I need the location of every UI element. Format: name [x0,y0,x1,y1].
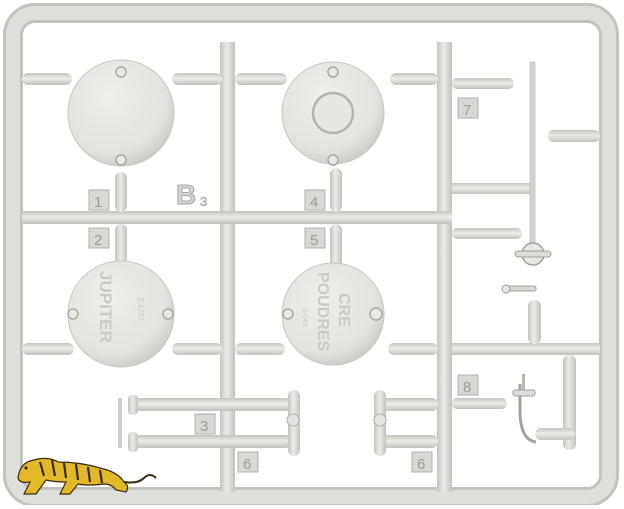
disc-pin [369,307,383,321]
tube-knob [373,413,387,427]
part-tag: 8 [457,374,479,396]
tube-part [128,395,138,415]
runner-vertical-right [437,42,452,492]
tube-part [132,435,292,448]
disc-poudres [281,262,385,366]
rod-part [452,398,507,409]
disc-pin [115,66,127,78]
disc-pin [162,308,174,320]
svg-text:7: 7 [463,102,471,119]
disc-poudres-line1: POUDRES [314,272,331,351]
gate [235,343,285,355]
gate [390,73,438,85]
tube-part [378,435,438,448]
disc-poudres-code: S-649 [301,308,308,327]
rod-part [452,228,522,239]
svg-text:5: 5 [310,232,318,249]
rod-part [548,130,600,142]
svg-text:8: 8 [463,379,471,396]
part-tag: 7 [457,97,479,119]
runner-vertical-left [220,42,235,492]
gate [22,343,74,355]
gate [452,78,514,89]
hook-part [518,384,537,444]
runner-horizontal-middle [22,211,452,224]
gate [115,224,127,264]
part-tag: 6 [237,451,259,473]
disc-ring-inner [311,91,355,135]
gate [330,168,342,212]
tube-link [118,398,122,448]
gate [235,73,287,85]
part-tag: 5 [304,227,326,249]
rod-part [528,300,541,344]
svg-text:4: 4 [310,194,318,211]
disc-poudres-line2: CRE [335,293,352,327]
sprue-letter-suffix: 3 [200,194,207,209]
disc-pin [67,308,79,320]
rod-part [535,428,575,440]
part-tag: 3 [194,413,216,435]
svg-text:6: 6 [417,456,425,473]
rod-part [529,61,536,249]
valve-part [514,250,552,258]
svg-text:3: 3 [200,418,208,435]
gate [330,224,342,268]
disc-pin [327,154,339,166]
disc-jupiter [67,260,175,368]
tiger-logo [17,457,157,495]
sprue-letter: B [176,179,196,210]
part-tag: 6 [411,451,433,473]
rod-part [563,355,576,450]
part-tag: 4 [304,189,326,211]
svg-text:2: 2 [94,232,102,249]
part-tag: 1 [88,189,110,211]
valve-part [501,284,511,294]
disc-jupiter-label: JUPITER [96,271,115,343]
sprue-frame-highlight [6,6,616,504]
rod-part [522,374,525,390]
tube-part [132,398,292,411]
tube-knob [286,413,300,427]
disc-pin [282,308,294,320]
gate [388,343,438,355]
runner-horizontal-right [452,343,600,355]
runner-horizontal-upper-right [452,183,532,194]
disc-jupiter-code: E4281 [136,298,145,322]
disc-pin [327,66,339,78]
disc-pin [115,154,127,166]
gate [172,73,222,85]
disc-plain [67,59,175,167]
gate [115,172,127,212]
svg-text:1: 1 [94,194,102,211]
valve-part [512,389,536,397]
tube-part [128,432,138,452]
svg-text:6: 6 [243,456,251,473]
part-tag: 2 [88,227,110,249]
tube-part [378,398,438,411]
gate [172,343,222,355]
gate [22,73,72,85]
